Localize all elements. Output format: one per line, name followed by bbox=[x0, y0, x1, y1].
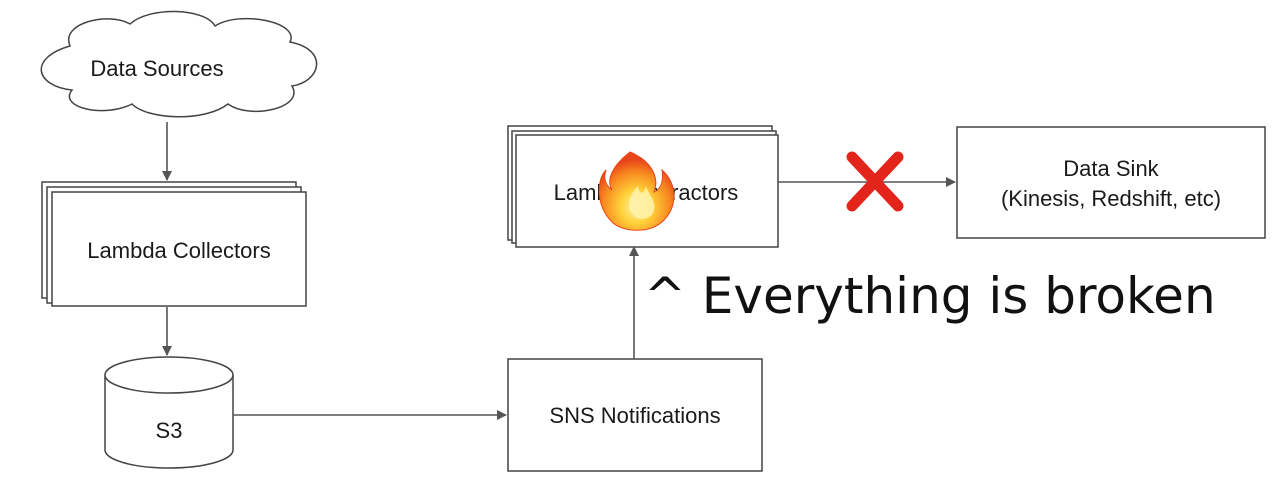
sns-notifications-label: SNS Notifications bbox=[549, 403, 720, 428]
data-sink-box bbox=[956, 126, 1266, 239]
data-sink-label-line2: (Kinesis, Redshift, etc) bbox=[1001, 186, 1221, 211]
data-sink-node: Data Sink (Kinesis, Redshift, etc) bbox=[956, 126, 1266, 239]
cloud-shape bbox=[40, 10, 318, 118]
sns-notifications-node: SNS Notifications bbox=[507, 358, 763, 472]
fire-icon bbox=[598, 151, 675, 231]
s3-node: S3 bbox=[104, 356, 234, 469]
lambda-collectors-node: Lambda Collectors bbox=[41, 181, 307, 307]
cylinder-top bbox=[104, 356, 234, 394]
cylinder-body bbox=[104, 375, 234, 469]
data-sources-label: Data Sources bbox=[90, 56, 223, 81]
data-sources-node: Data Sources bbox=[40, 10, 318, 118]
lambda-collectors-label: Lambda Collectors bbox=[87, 238, 270, 263]
stack-layer-front bbox=[51, 191, 307, 307]
broken-annotation: ^ Everything is broken bbox=[644, 267, 1216, 325]
sns-box bbox=[507, 358, 763, 472]
red-x-icon bbox=[846, 151, 904, 212]
s3-label: S3 bbox=[156, 418, 183, 443]
data-sink-label-line1: Data Sink bbox=[1063, 156, 1159, 181]
